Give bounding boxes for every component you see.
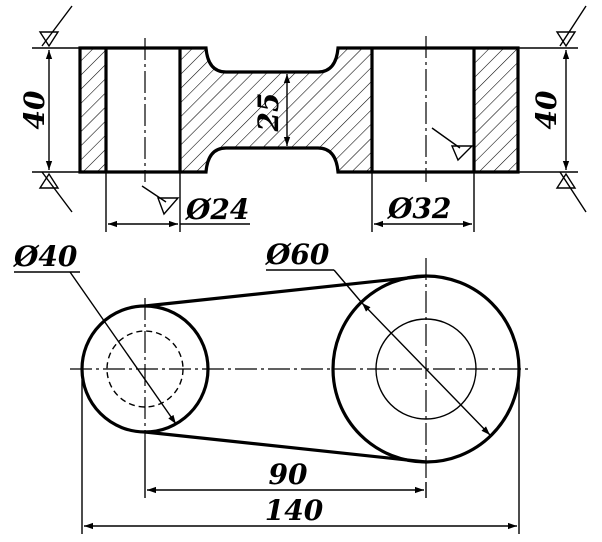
left-hole-diameter-label: Ø24 [184, 193, 249, 226]
right-bottom-datum-leader [559, 171, 587, 213]
large-circle-diameter-line [361, 302, 491, 436]
left-hole-roughness-leader [141, 185, 167, 203]
right-hole-roughness-symbol [450, 145, 474, 162]
top-view: Ø40 Ø60 90 140 [12, 238, 532, 534]
left-hole-roughness-symbol [156, 197, 180, 216]
large-circle-diameter-label: Ø60 [264, 238, 330, 271]
left-bottom-datum-symbol [38, 172, 60, 189]
right-top-datum-symbol [555, 31, 577, 48]
left-height-label: 40 [18, 90, 51, 129]
neck-height-label: 25 [252, 93, 285, 133]
lower-tangent-line [144, 430, 427, 464]
right-hole-roughness-leader [431, 127, 461, 149]
right-hole-diameter-label: Ø32 [386, 192, 451, 225]
overall-length-label: 140 [265, 494, 324, 527]
large-circle-leader-ext [333, 269, 363, 304]
right-bottom-datum-symbol [555, 172, 577, 189]
right-section-hatch [474, 48, 518, 172]
neck-section-hatch [180, 48, 372, 172]
front-view: 40 40 25 Ø24 Ø32 [18, 5, 587, 232]
right-height-label: 40 [530, 90, 563, 129]
small-circle-diameter-label: Ø40 [12, 240, 78, 273]
small-circle-diameter-leader [69, 271, 177, 425]
left-bottom-datum-leader [41, 171, 73, 213]
right-top-datum-leader [559, 5, 587, 47]
left-section-hatch [80, 48, 106, 172]
left-top-datum-leader [41, 5, 73, 47]
upper-tangent-line [144, 274, 427, 308]
center-distance-label: 90 [269, 458, 308, 491]
left-top-datum-symbol [38, 31, 60, 48]
